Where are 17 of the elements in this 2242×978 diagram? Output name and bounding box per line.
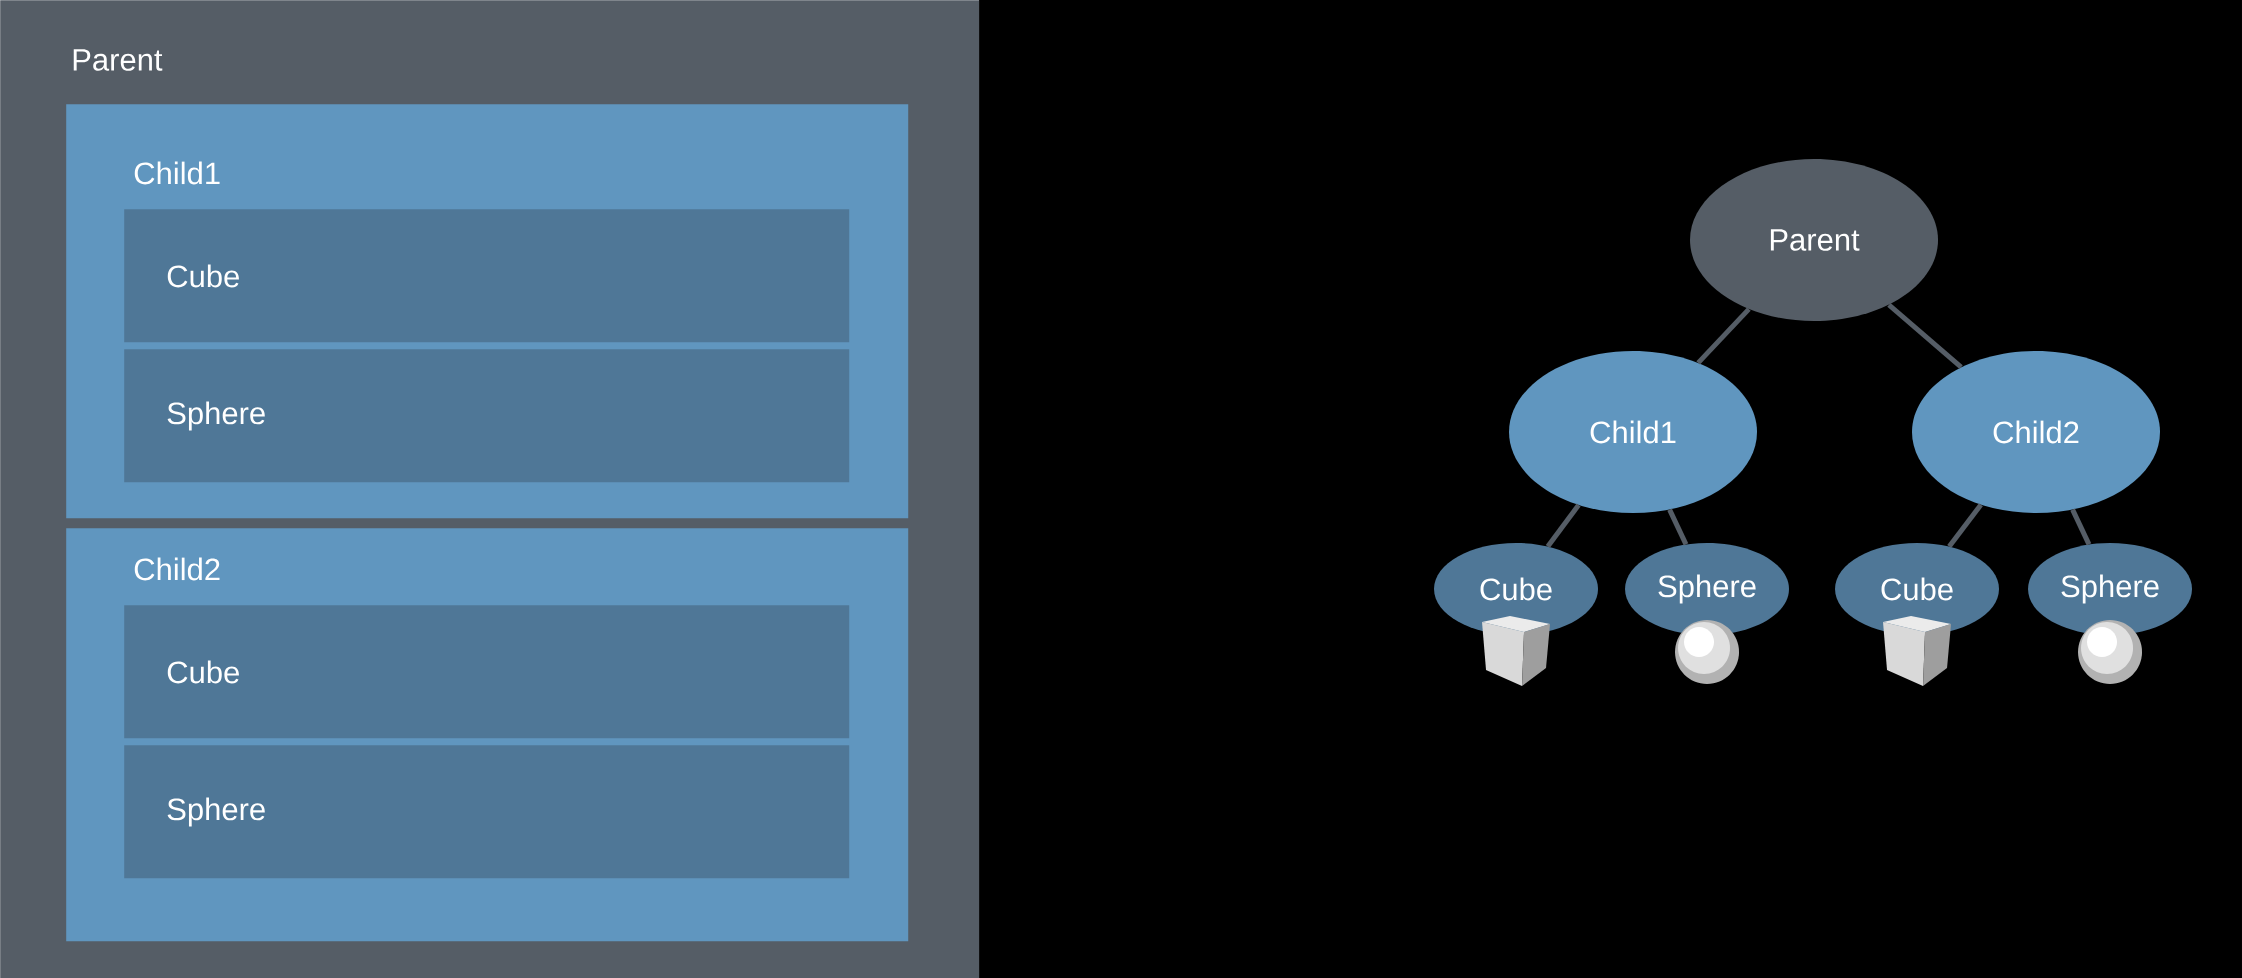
connector-line [1696, 307, 1751, 365]
connector-line [1947, 503, 1983, 549]
connector-line [1545, 503, 1581, 548]
ellipse-node: Child2 [1912, 351, 2160, 513]
ellipse-node: Sphere [2028, 543, 2193, 635]
connector-line [1887, 302, 1963, 370]
item-box: Sphere [124, 745, 850, 879]
ellipse-node: Child1 [1509, 351, 1757, 513]
ellipse-node: Cube [1835, 543, 2000, 635]
item-box: Cube [124, 605, 850, 739]
ellipse-node: Sphere [1625, 543, 1789, 635]
item-box: Sphere [124, 349, 850, 483]
connector-line [2070, 508, 2092, 546]
item-box: Cube [124, 209, 850, 343]
ellipse-node: Parent [1690, 159, 1938, 321]
ellipse-node: Cube [1434, 543, 1598, 635]
connector-line [1667, 508, 1689, 546]
